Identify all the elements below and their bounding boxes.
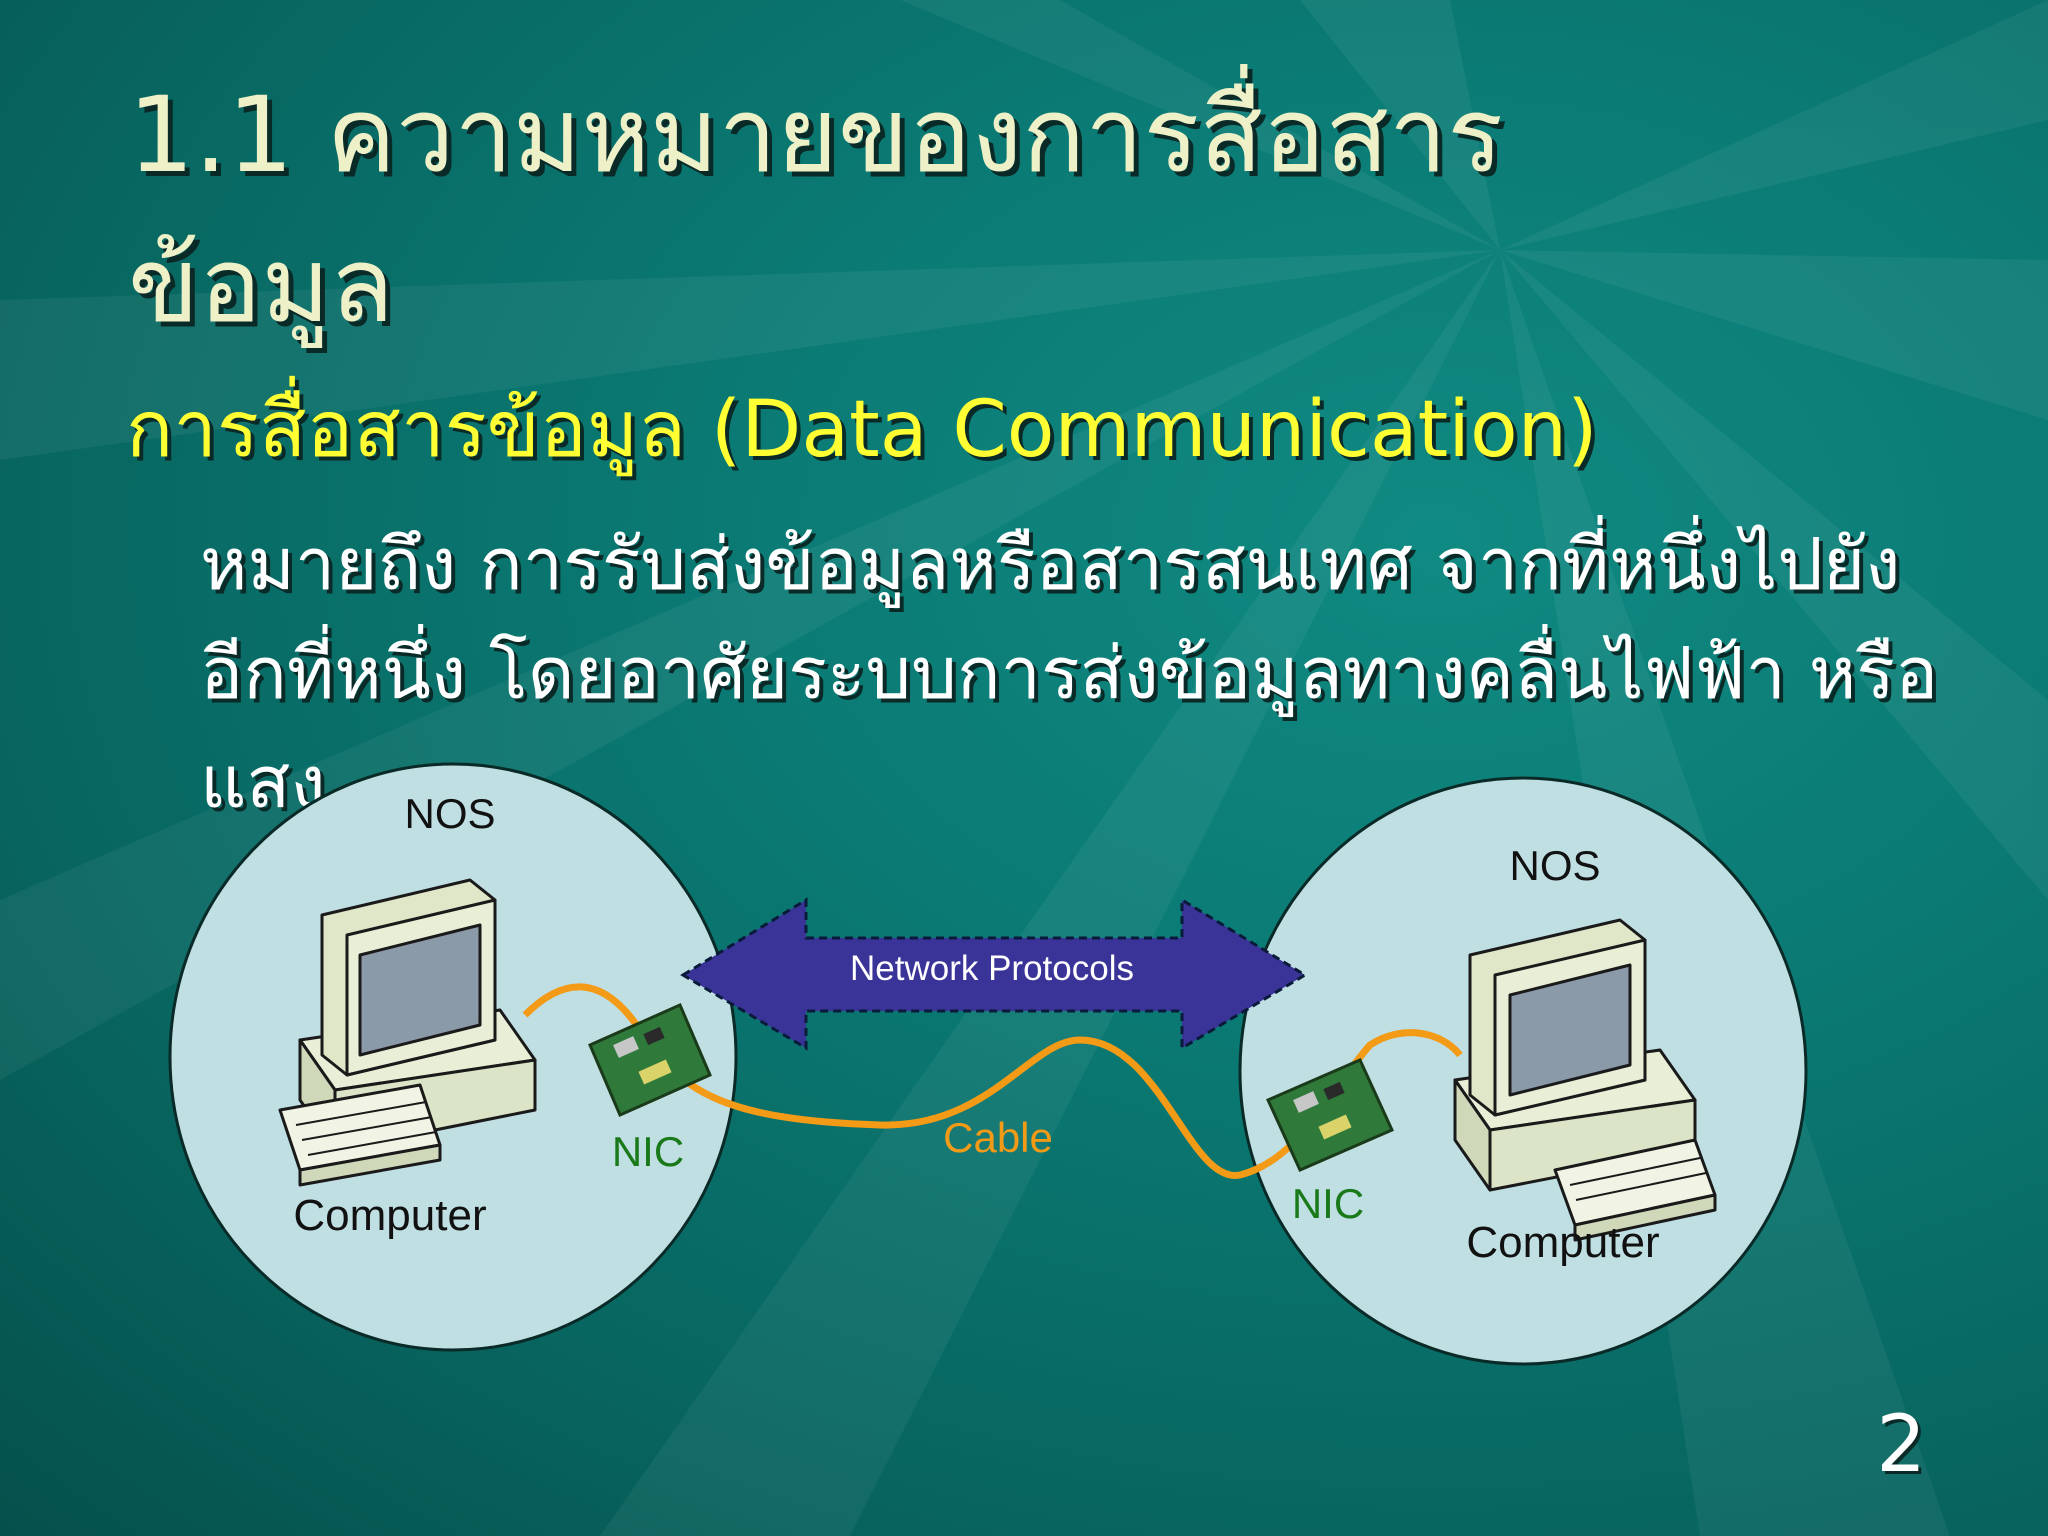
network-protocols-label: Network Protocols bbox=[850, 949, 1134, 988]
right-computer-icon bbox=[1453, 918, 1717, 1242]
slide-title: 1.1 ความหมายของการสื่อสารข้อมูล bbox=[128, 74, 1504, 346]
right-computer-label: Computer bbox=[1466, 1218, 1659, 1267]
right-nic-card-icon bbox=[1266, 1058, 1394, 1172]
left-computer-icon bbox=[278, 878, 537, 1187]
left-nic-card-icon bbox=[588, 1003, 712, 1117]
right-nic-label: NIC bbox=[1292, 1180, 1364, 1227]
slide-subtitle: การสื่อสารข้อมูล (Data Communication) bbox=[126, 385, 1598, 475]
slide-body-text: หมายถึง การรับส่งข้อมูลหรือสารสนเทศ จากท… bbox=[200, 522, 1939, 824]
left-nos-label: NOS bbox=[404, 790, 495, 837]
left-nic-label: NIC bbox=[612, 1128, 684, 1175]
right-nos-label: NOS bbox=[1509, 842, 1600, 889]
network-protocols-arrow bbox=[680, 897, 1308, 1051]
left-computer-label: Computer bbox=[293, 1191, 486, 1240]
page-number: 2 bbox=[1876, 1400, 1926, 1490]
cable-label: Cable bbox=[943, 1114, 1053, 1161]
